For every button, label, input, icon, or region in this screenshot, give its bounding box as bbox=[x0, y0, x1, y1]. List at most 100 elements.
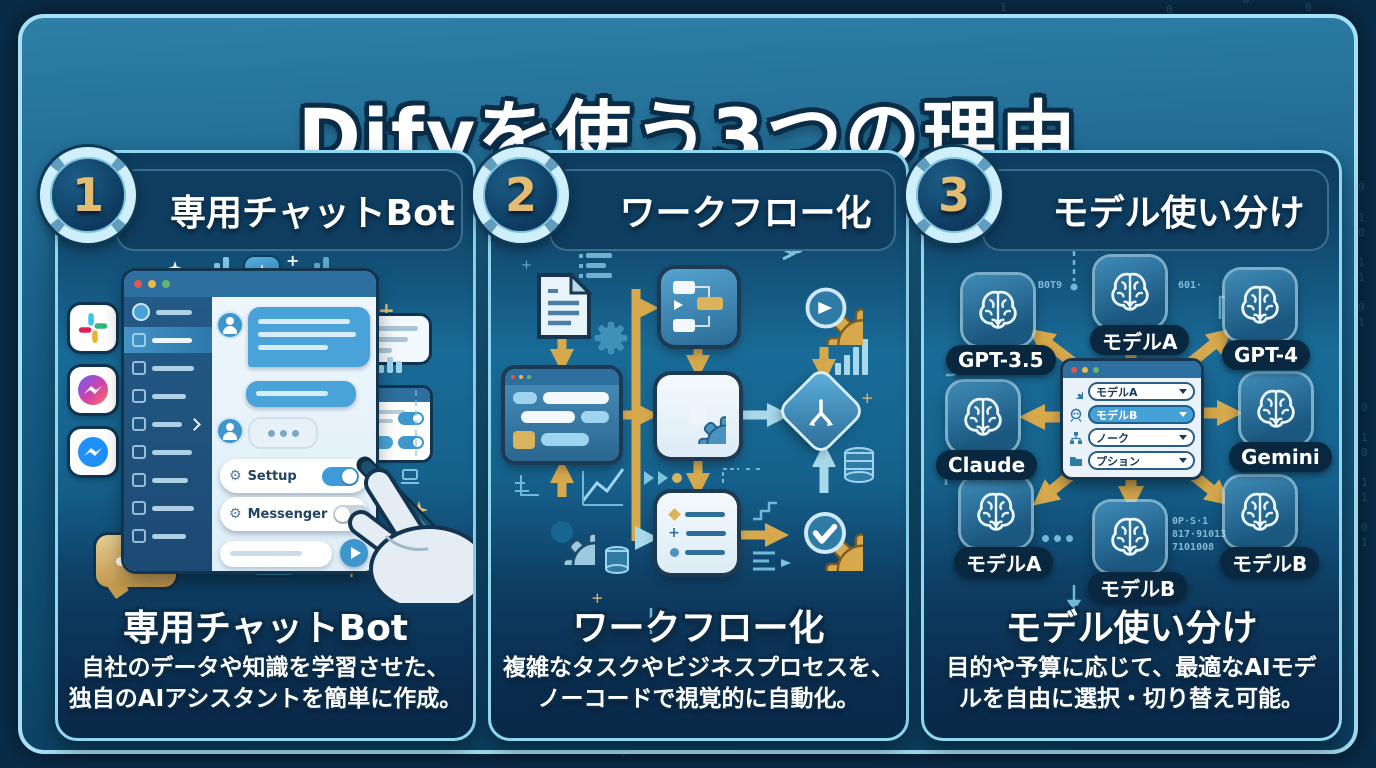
setup-toggle-label: Settup bbox=[247, 468, 297, 484]
brain-icon bbox=[1104, 266, 1156, 318]
chevron-down-icon bbox=[1179, 458, 1187, 463]
slack-icon bbox=[70, 305, 116, 351]
panel2-caption-title: ワークフロー化 bbox=[572, 608, 825, 649]
model-label: モデルB bbox=[1220, 547, 1320, 577]
model-label: GPT-4 bbox=[1222, 340, 1310, 370]
mini-toggle-on bbox=[398, 412, 424, 425]
sidebar-row bbox=[124, 413, 212, 435]
gear-node bbox=[657, 375, 739, 457]
panel3-header: モデル使い分け bbox=[982, 169, 1329, 251]
caption-line: 複雑なタスクやビジネスプロセスを、 bbox=[503, 655, 894, 681]
tree-icon bbox=[1070, 431, 1082, 444]
flow-node-icon bbox=[661, 269, 737, 345]
messenger-toggle-label: Messenger bbox=[247, 506, 328, 522]
brain-icon bbox=[1234, 486, 1286, 538]
check-gear-icon bbox=[804, 512, 863, 571]
brain-icon bbox=[957, 391, 1009, 443]
branch-arrows-icon bbox=[809, 399, 833, 426]
panel2-header: ワークフロー化 bbox=[549, 169, 896, 251]
svg-text:+: + bbox=[861, 389, 874, 407]
brain-icon bbox=[972, 284, 1024, 336]
hand-with-stylus bbox=[348, 456, 473, 603]
panel3-number-badge: 3 bbox=[906, 147, 1002, 243]
chat-bubble bbox=[248, 307, 370, 367]
binary-decor: 0 1 0 1 1 0 1 bbox=[1361, 401, 1368, 549]
document-icon bbox=[537, 271, 593, 339]
code-decor: 0P·S·1 817·91013 7101008 bbox=[1172, 516, 1227, 553]
sidebar-row bbox=[124, 525, 212, 547]
chat-bubble bbox=[246, 381, 356, 407]
model-label: モデルA bbox=[954, 547, 1054, 577]
sidebar-row bbox=[124, 497, 212, 519]
chevron-down-icon bbox=[1179, 435, 1187, 440]
model-dropdown-selected: モデルB bbox=[1088, 405, 1195, 424]
selector-row: モデルA bbox=[1069, 382, 1195, 401]
selector-row: プション bbox=[1069, 451, 1195, 470]
model-tile-modela-bottom bbox=[961, 477, 1031, 547]
code-decor: B0T9 bbox=[1038, 280, 1063, 291]
model-label: GPT-3.5 bbox=[946, 345, 1056, 375]
caption-line: 自社のデータや知識を学習させた、 bbox=[81, 655, 450, 681]
bot-icon bbox=[1070, 408, 1082, 422]
brain-icon bbox=[1104, 511, 1156, 563]
folder-icon bbox=[1070, 456, 1082, 466]
panel1-caption-body: 自社のデータや知識を学習させた、 独自のAIアシスタントを簡単に作成。 bbox=[62, 653, 469, 715]
minimize-dot-icon bbox=[1082, 366, 1088, 373]
panel3-caption-body: 目的や予算に応じて、最適なAIモデ ルを自由に選択・切り替え可能。 bbox=[928, 653, 1335, 715]
panel3-caption-title: モデル使い分け bbox=[1005, 608, 1258, 649]
maximize-dot-icon bbox=[1093, 366, 1099, 373]
brain-icon bbox=[970, 486, 1022, 538]
maximize-dot-icon bbox=[162, 280, 170, 288]
workflow-arrows: + + + bbox=[515, 238, 874, 634]
setup-toggle-row: ⚙ Settup bbox=[220, 459, 368, 493]
gold-gear-icon bbox=[805, 287, 863, 345]
code-decor: 601· bbox=[1178, 280, 1203, 291]
dashed-line-decor bbox=[415, 390, 417, 456]
node-dropdown: ノーク bbox=[1088, 428, 1195, 447]
chevron-down-icon bbox=[1179, 389, 1187, 394]
sidebar-row bbox=[124, 301, 212, 323]
brain-icon bbox=[1234, 279, 1286, 331]
model-label: モデルB bbox=[1088, 572, 1188, 602]
panel1-caption-title: 専用チャットBot bbox=[122, 608, 409, 649]
minimize-dot-icon bbox=[148, 280, 156, 288]
checklist-node: + bbox=[657, 493, 737, 573]
typing-bubble bbox=[248, 417, 318, 449]
model-tile-gpt4 bbox=[1225, 270, 1295, 340]
avatar bbox=[218, 313, 242, 337]
sidebar-row bbox=[124, 329, 212, 351]
panel-workflow: ワークフロー化 bbox=[488, 150, 909, 741]
send-button bbox=[340, 539, 368, 567]
caption-line: ルを自由に選択・切り替え可能。 bbox=[959, 686, 1304, 712]
model-dropdown: モデルA bbox=[1088, 382, 1195, 401]
selector-row-selected: モデルB bbox=[1069, 405, 1195, 424]
selector-row: ノーク bbox=[1069, 428, 1195, 447]
toggle-knob bbox=[335, 506, 351, 522]
model-tile-modelb-bottom bbox=[1095, 502, 1165, 572]
laptop-icon bbox=[401, 469, 419, 484]
svg-text:+: + bbox=[521, 258, 532, 273]
messenger-blue-icon bbox=[70, 429, 116, 475]
selector-titlebar bbox=[1063, 361, 1201, 378]
model-tile-gemini bbox=[1241, 374, 1311, 444]
model-label: Gemini bbox=[1229, 442, 1332, 472]
close-dot-icon bbox=[1071, 366, 1077, 373]
sidebar-row bbox=[124, 357, 212, 379]
setup-toggle-on bbox=[322, 466, 359, 486]
panel2-caption-body: 複雑なタスクやビジネスプロセスを、 ノーコードで視覚的に自動化。 bbox=[495, 653, 902, 715]
form-window-node bbox=[505, 369, 619, 461]
gear-icon: ⚙ bbox=[229, 506, 242, 522]
message-input bbox=[220, 541, 332, 567]
toggle-knob bbox=[342, 468, 357, 484]
caption-line: 独自のAIアシスタントを簡単に作成。 bbox=[68, 686, 463, 712]
gear-icon bbox=[1073, 389, 1083, 399]
sidebar-row bbox=[124, 469, 212, 491]
model-tile-modela-top bbox=[1095, 257, 1165, 327]
gear-icon: ⚙ bbox=[229, 468, 242, 484]
model-label: モデルA bbox=[1090, 325, 1190, 355]
sidebar-row bbox=[124, 441, 212, 463]
sidebar-row bbox=[124, 385, 212, 407]
messenger-gradient-icon bbox=[70, 367, 116, 413]
blue-gear-icon bbox=[551, 521, 595, 565]
chevron-down-icon bbox=[1179, 412, 1187, 417]
